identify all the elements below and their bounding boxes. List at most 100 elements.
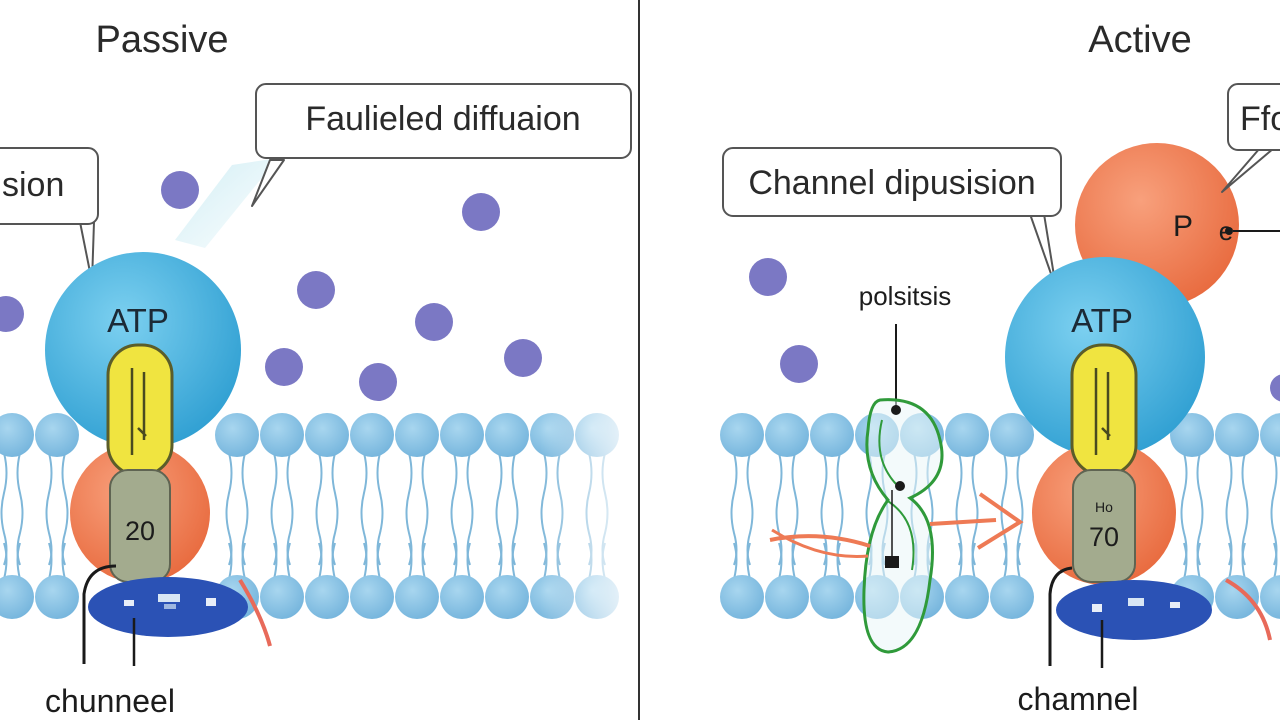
lipid-tail — [273, 542, 278, 580]
callout-box — [255, 83, 632, 159]
callout-left: sion — [0, 147, 99, 283]
callout-text: Faulieled diffuaion — [305, 100, 580, 138]
channel-strands — [130, 368, 147, 455]
lipid-tail — [61, 542, 66, 580]
arrow-stroke — [769, 534, 871, 548]
solute-molecule — [415, 303, 453, 341]
active-bottom-label: chamnel — [1018, 681, 1139, 717]
passive-solutes — [0, 171, 542, 401]
lipid-head — [215, 413, 259, 457]
callout-box — [1227, 83, 1280, 151]
passive-transport-protein: ATP 20 — [45, 252, 272, 666]
particle — [158, 594, 180, 602]
lipid-head — [35, 413, 79, 457]
channel-protein: polsitsis — [859, 281, 951, 654]
lipid-tail — [466, 542, 471, 580]
lipid-tail — [778, 542, 783, 580]
lipid-head — [1260, 413, 1280, 457]
callout-facilitated-diffusion: Faulieled diffuaion — [251, 83, 632, 207]
active-membrane — [720, 413, 1280, 619]
solute-molecule — [297, 271, 335, 309]
solute-molecule — [0, 296, 24, 332]
lipid-tail — [16, 542, 21, 580]
solute-molecule — [359, 363, 397, 401]
lipid-head — [720, 575, 764, 619]
channel-node — [895, 481, 905, 491]
lipid-head — [0, 413, 34, 457]
active-panel: Active P e Channel dipusision Ffo — [722, 19, 1280, 717]
atp-label: ATP — [1071, 302, 1133, 339]
lipid-head — [1215, 413, 1259, 457]
lipid-tail — [823, 542, 828, 580]
particle — [1092, 604, 1102, 612]
solute-molecule — [749, 258, 787, 296]
lipid-head — [395, 575, 439, 619]
lipid-head — [350, 575, 394, 619]
lipid-head — [720, 413, 764, 457]
callout-channel-diffusion: Channel dipusision — [722, 147, 1062, 289]
lipid-head — [260, 575, 304, 619]
lipid-head — [260, 413, 304, 457]
yellow-channel — [106, 343, 174, 477]
callout-right: Ffo — [1221, 83, 1280, 193]
active-title: Active — [1088, 19, 1191, 61]
passive-membrane — [0, 400, 630, 640]
lipid-tail — [791, 542, 796, 580]
lipid-head — [810, 575, 854, 619]
channel-node — [891, 405, 901, 415]
lipid-tail — [498, 542, 503, 580]
active-lipid-heads-top — [720, 413, 1280, 457]
base-particles — [1092, 598, 1180, 612]
channel-node — [885, 556, 899, 568]
yellow-channel — [1070, 343, 1138, 477]
passive-membrane-fade — [540, 400, 630, 640]
label-leader-line — [82, 564, 117, 664]
lipid-head — [945, 575, 989, 619]
callout-text: sion — [2, 166, 64, 204]
particle — [1170, 602, 1180, 608]
solute-molecule — [1270, 374, 1280, 402]
lipid-head — [305, 413, 349, 457]
lipid-head — [765, 575, 809, 619]
solute-molecule — [462, 193, 500, 231]
lipid-head — [350, 413, 394, 457]
lipid-tail — [836, 542, 841, 580]
lipid-tail — [363, 542, 368, 580]
lipid-head — [765, 413, 809, 457]
lipid-head — [1215, 575, 1259, 619]
lipid-head — [0, 575, 34, 619]
lipid-tail — [48, 542, 53, 580]
active-transport-protein: ATP Ho 70 — [1005, 257, 1212, 668]
passive-panel: Passive Faulieled diffuaion sion — [0, 19, 632, 719]
callout-box — [0, 147, 99, 225]
solute-molecule — [780, 345, 818, 383]
lipid-head — [1260, 575, 1280, 619]
solute-molecule — [161, 171, 199, 209]
transport-arrows — [769, 492, 1272, 641]
arrow-head — [976, 492, 1024, 550]
passive-bottom-label: chunneel — [45, 683, 175, 719]
red-filament — [238, 578, 272, 647]
core-small-label: Ho — [1095, 499, 1113, 515]
channel-label: polsitsis — [859, 281, 951, 311]
channel-strands — [1094, 368, 1111, 455]
lipid-tail — [408, 542, 413, 580]
label-leader-line — [1048, 566, 1073, 666]
lipid-tail — [286, 542, 291, 580]
lipid-tail — [3, 542, 8, 580]
lipid-head — [1170, 413, 1214, 457]
phosphate-dot — [1225, 227, 1233, 235]
particle — [1128, 598, 1144, 606]
lipid-head — [395, 413, 439, 457]
callout-text: Channel dipusision — [748, 164, 1035, 202]
active-lipid-tails — [730, 452, 1278, 580]
lipid-head — [440, 413, 484, 457]
particle — [164, 604, 176, 609]
active-solutes — [749, 258, 1280, 402]
lipid-tail — [746, 542, 751, 580]
callout-pointer — [251, 159, 285, 207]
core-number: 70 — [1089, 522, 1119, 552]
lipid-tail — [331, 542, 336, 580]
